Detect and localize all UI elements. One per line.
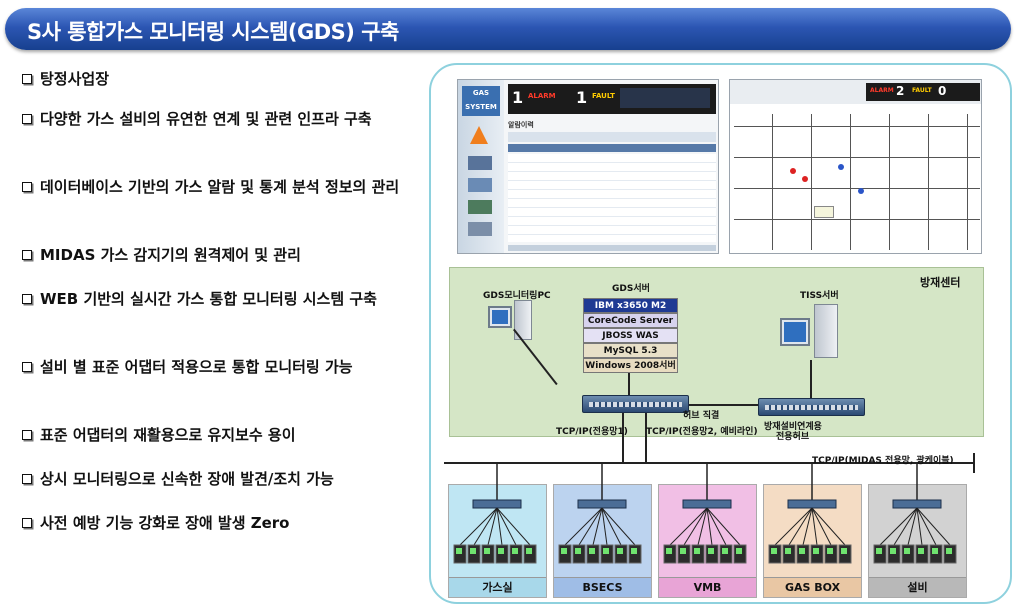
page-title: S사 통합가스 모니터링 시스템(GDS) 구축 xyxy=(27,20,399,44)
bullet-item: 탕정사업장 xyxy=(22,66,414,92)
bullet-item: MIDAS 가스 감지기의 원격제어 및 관리 xyxy=(22,242,414,268)
checkbox-bullet-icon xyxy=(22,430,32,440)
cluster-label: 가스실 xyxy=(449,577,546,597)
device-icon xyxy=(468,222,492,236)
cluster-label: 설비 xyxy=(869,577,966,597)
bullet-item: 다양한 가스 설비의 유연한 연계 및 관련 인프라 구축 xyxy=(22,106,414,132)
table-rows xyxy=(508,154,716,242)
tiss-monitor-icon xyxy=(780,318,810,346)
gds-server-label: GDS서버 xyxy=(612,284,650,294)
checkbox-bullet-icon xyxy=(22,182,32,192)
map-alarm-label: ALARM xyxy=(870,87,894,94)
alarm-count: 1 xyxy=(512,88,524,107)
link-hub-direct xyxy=(689,404,758,406)
chart-icon xyxy=(468,178,492,192)
hub-label-line2: 전용허브 xyxy=(776,432,810,442)
floor-plan xyxy=(734,114,980,250)
pc-monitor-icon xyxy=(488,306,512,328)
filter-bar xyxy=(508,132,716,142)
cluster-label: BSECS xyxy=(554,577,651,597)
bullet-item: 설비 별 표준 어댑터 적용으로 통합 모니터링 가능 xyxy=(22,354,414,380)
map-status-banner: ALARM 2 FAULT 0 xyxy=(866,83,980,101)
fault-label: FAULT xyxy=(592,92,615,100)
backbone-label: TCP/IP(MIDAS 전용망, 광케이블) xyxy=(812,456,954,466)
link-tiss-hub xyxy=(810,360,812,398)
alarm-label: ALARM xyxy=(528,92,556,100)
cluster-gas-room: 가스실 xyxy=(448,484,547,598)
checkbox-bullet-icon xyxy=(22,518,32,528)
cluster-label: GAS BOX xyxy=(764,577,861,597)
server-stack: IBM x3650 M2 CoreCode Server JBOSS WAS M… xyxy=(583,298,678,373)
table-header xyxy=(508,144,716,152)
link-switch-backbone-2 xyxy=(645,413,647,463)
bullet-item: 표준 어댑터의 재활용으로 유지보수 용이 xyxy=(22,422,414,448)
screenshot-alarm-history: GAS SYSTEM 1 ALARM 1 FAULT 알람이력 xyxy=(457,79,719,254)
cluster-label: VMB xyxy=(659,577,756,597)
gas-logo: GAS SYSTEM xyxy=(462,86,500,116)
checkbox-bullet-icon xyxy=(22,294,32,304)
screenshot-floor-map: ALARM 2 FAULT 0 xyxy=(729,79,982,254)
link-switch-backbone-1 xyxy=(622,413,624,463)
tcp-label-1: TCP/IP(전용망1) xyxy=(556,427,628,437)
backbone-line xyxy=(444,462,974,464)
server-layer-windows: Windows 2008서버 xyxy=(583,358,678,373)
fault-count: 1 xyxy=(576,88,588,107)
title-bar: S사 통합가스 모니터링 시스템(GDS) 구축 xyxy=(5,8,1011,50)
list-title: 알람이력 xyxy=(508,121,534,129)
disaster-center-box xyxy=(449,267,984,437)
checkbox-bullet-icon xyxy=(22,74,32,84)
hub-label-line1: 방재설비연계용 xyxy=(764,422,822,432)
cluster-vmb: VMB xyxy=(658,484,757,598)
gds-pc-label: GDS모니터링PC xyxy=(483,291,551,301)
map-marker xyxy=(858,188,864,194)
checkbox-bullet-icon xyxy=(22,474,32,484)
checkbox-bullet-icon xyxy=(22,114,32,124)
server-layer-corecode: CoreCode Server xyxy=(583,313,678,328)
bullet-item: 사전 예방 기능 강화로 장애 발생 Zero xyxy=(22,510,414,536)
bullet-item: WEB 기반의 실시간 가스 통합 모니터링 시스템 구축 xyxy=(22,286,414,312)
map-tooltip xyxy=(814,206,834,218)
folder-icon xyxy=(468,200,492,214)
checkbox-bullet-icon xyxy=(22,250,32,260)
map-fault-label: FAULT xyxy=(912,87,932,94)
hub-direct-label: 허브 직결 xyxy=(683,411,720,421)
map-marker xyxy=(838,164,844,170)
server-layer-mysql: MySQL 5.3 xyxy=(583,343,678,358)
map-fault-count: 0 xyxy=(938,84,947,98)
bullet-item: 상시 모니터링으로 신속한 장애 발견/조치 가능 xyxy=(22,466,414,492)
link-server-switch xyxy=(628,373,630,395)
tiss-tower-icon xyxy=(814,304,838,358)
map-alarm-count: 2 xyxy=(896,84,905,98)
tcp-label-2: TCP/IP(전용망2, 예비라인) xyxy=(646,427,758,437)
cluster-gas-box: GAS BOX xyxy=(763,484,862,598)
network-switch-main xyxy=(582,395,689,413)
status-banner: 1 ALARM 1 FAULT xyxy=(508,84,716,114)
monitor-icon xyxy=(468,156,492,170)
center-label: 방재센터 xyxy=(920,276,961,289)
tiss-server-label: TISS서버 xyxy=(800,291,839,301)
bullet-item: 데이터베이스 기반의 가스 알람 및 통계 분석 정보의 관리 xyxy=(22,174,414,200)
server-layer-jboss: JBOSS WAS xyxy=(583,328,678,343)
map-marker xyxy=(790,168,796,174)
checkbox-bullet-icon xyxy=(22,362,32,372)
network-switch-hub xyxy=(758,398,865,416)
backbone-end-cap xyxy=(973,453,975,473)
cluster-bsecs: BSECS xyxy=(553,484,652,598)
map-marker xyxy=(802,176,808,182)
server-layer-hardware: IBM x3650 M2 xyxy=(583,298,678,313)
cluster-equipment: 설비 xyxy=(868,484,967,598)
banner-info xyxy=(620,88,710,108)
pagination xyxy=(508,245,716,251)
